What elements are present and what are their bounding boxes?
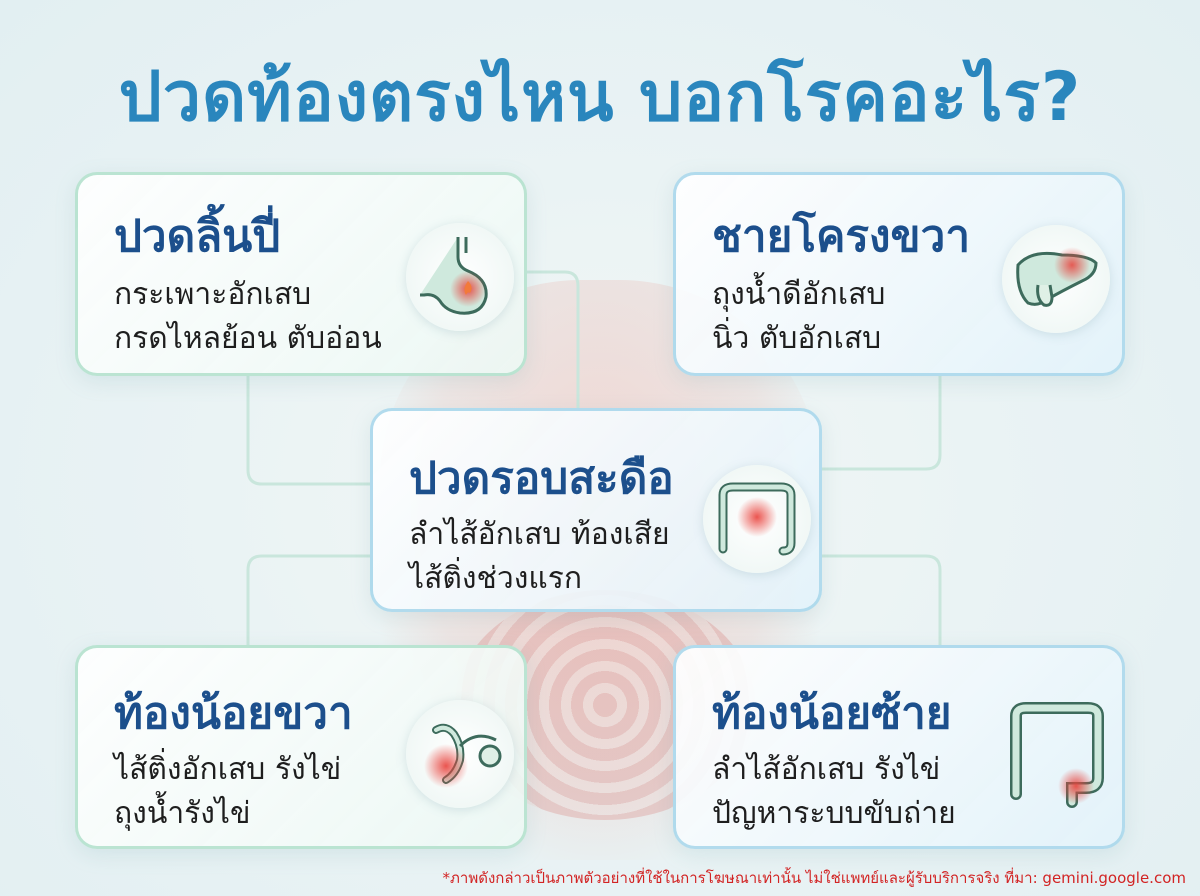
card-heading: ท้องน้อยขวา — [114, 688, 353, 739]
card-right-lower: ท้องน้อยขวา ไส้ติ่งอักเสบ รังไข่ ถุงน้ำร… — [75, 645, 527, 849]
card-line: ถุงน้ำรังไข่ — [114, 796, 251, 831]
card-heading: ปวดรอบสะดือ — [409, 453, 674, 504]
page-title: ปวดท้องตรงไหน บอกโรคอะไร? — [118, 58, 1082, 137]
card-line: กระเพาะอักเสบ — [114, 277, 312, 312]
stomach-icon — [406, 223, 514, 331]
liver-icon — [1002, 225, 1110, 333]
ovary-icon — [406, 700, 514, 808]
card-heading: ท้องน้อยซ้าย — [712, 688, 952, 739]
disclaimer-footnote: *ภาพดังกล่าวเป็นภาพตัวอย่างที่ใช้ในการโฆ… — [442, 869, 1186, 887]
card-heading: ปวดลิ้นปี่ — [114, 211, 281, 262]
card-line: ลำไส้อักเสบ ท้องเสีย — [409, 517, 670, 552]
card-periumbilical: ปวดรอบสะดือ ลำไส้อักเสบ ท้องเสีย ไส้ติ่ง… — [370, 408, 822, 612]
card-line: กรดไหลย้อน ตับอ่อน — [114, 321, 382, 356]
card-line: ปัญหาระบบขับถ่าย — [712, 796, 956, 831]
card-left-lower: ท้องน้อยซ้าย ลำไส้อักเสบ รังไข่ ปัญหาระบ… — [673, 645, 1125, 849]
card-line: ถุงน้ำดีอักเสบ — [712, 277, 886, 312]
card-line: ลำไส้อักเสบ รังไข่ — [712, 752, 941, 787]
intestine-icon — [703, 465, 811, 573]
card-right-upper: ชายโครงขวา ถุงน้ำดีอักเสบ นิ่ว ตับอักเสบ — [673, 172, 1125, 376]
card-epigastric: ปวดลิ้นปี่ กระเพาะอักเสบ กรดไหลย้อน ตับอ… — [75, 172, 527, 376]
card-heading: ชายโครงขวา — [712, 211, 971, 262]
card-line: นิ่ว ตับอักเสบ — [712, 321, 882, 356]
colon-icon — [1002, 694, 1114, 814]
card-line: ไส้ติ่งอักเสบ รังไข่ — [114, 752, 342, 787]
card-line: ไส้ติ่งช่วงแรก — [409, 561, 582, 596]
